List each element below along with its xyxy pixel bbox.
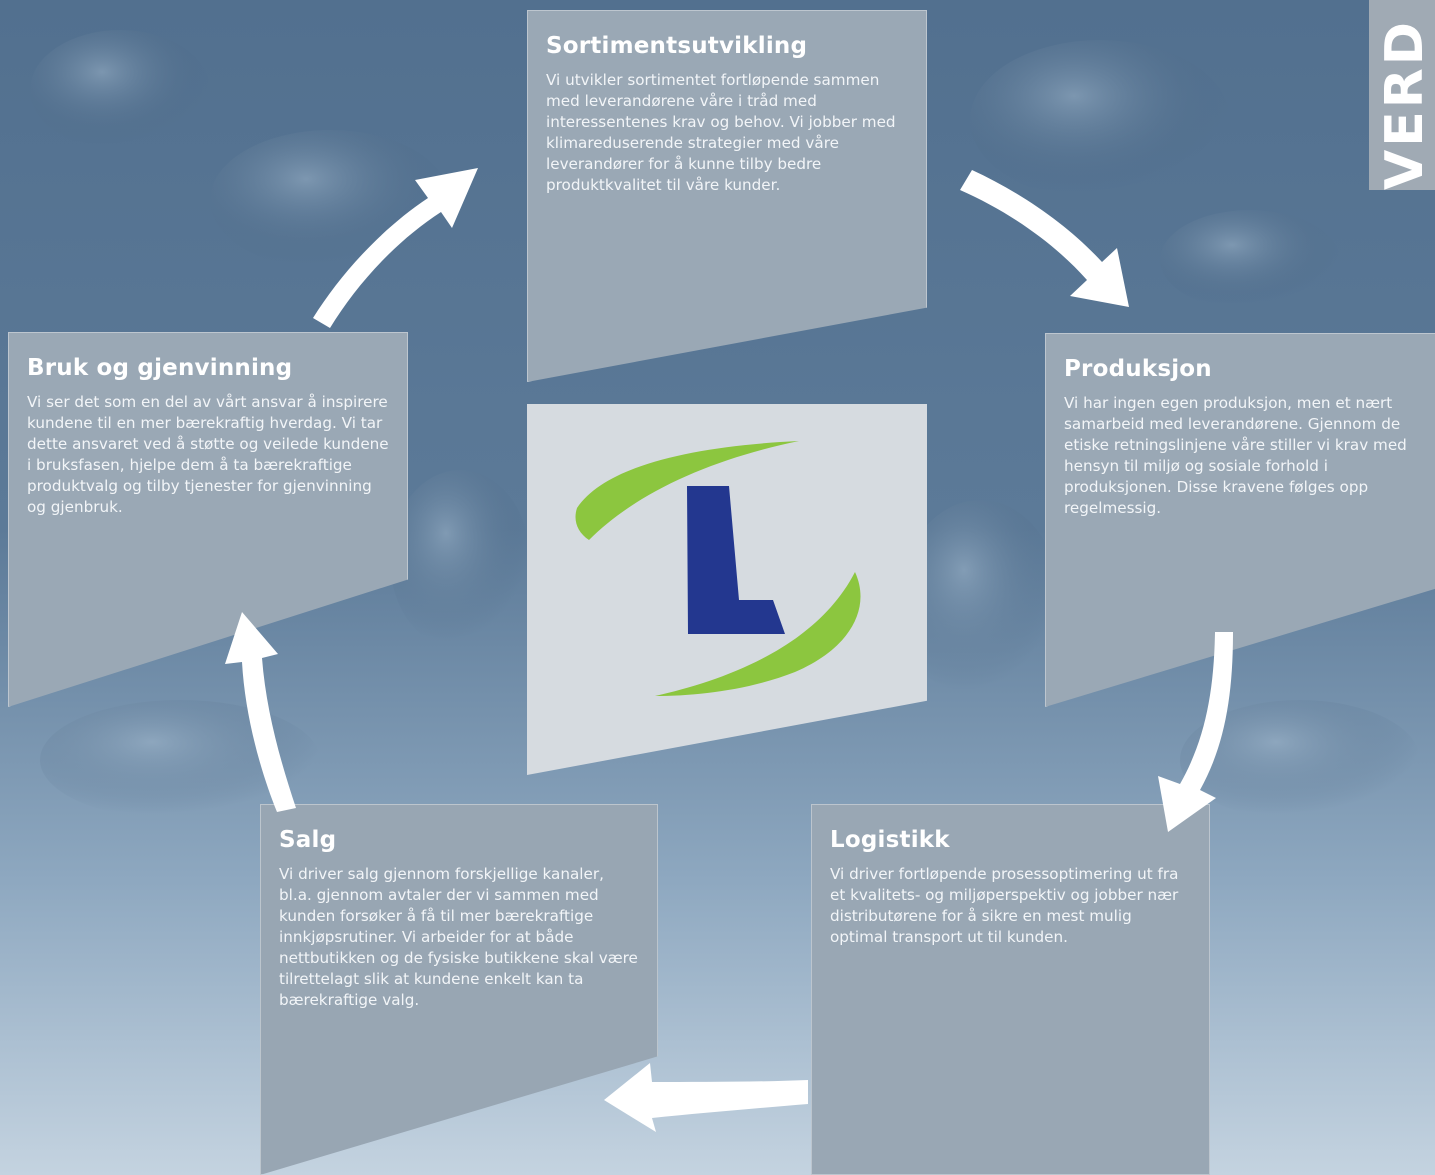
logo-swoosh-top — [575, 441, 799, 540]
logo-letter-l — [687, 486, 785, 634]
card-salg: Salg Vi driver salg gjennom forskjellige… — [260, 804, 658, 1175]
company-logo — [575, 441, 861, 696]
card-title: Sortimentsutvikling — [546, 33, 808, 59]
vertical-tab-label: VERD — [1375, 19, 1435, 190]
card-title: Bruk og gjenvinning — [27, 355, 293, 381]
logo-swoosh-bottom — [655, 572, 861, 696]
vertical-section-tab: VERD — [1369, 0, 1435, 190]
card-text: Vi driver fortløpende prosessoptimering … — [830, 865, 1179, 946]
card-title: Salg — [279, 827, 337, 853]
card-title: Produksjon — [1064, 356, 1212, 382]
card-text: Vi ser det som en del av vårt ansvar å i… — [27, 393, 389, 516]
card-logistikk: Logistikk Vi driver fortløpende prosesso… — [811, 804, 1210, 1175]
card-text: Vi har ingen egen produksjon, men et nær… — [1064, 394, 1407, 517]
card-text: Vi driver salg gjennom forskjellige kana… — [279, 865, 638, 1009]
card-text: Vi utvikler sortimentet fortløpende samm… — [546, 71, 896, 194]
card-sortimentsutvikling: Sortimentsutvikling Vi utvikler sortimen… — [527, 10, 927, 382]
card-title: Logistikk — [830, 827, 950, 853]
